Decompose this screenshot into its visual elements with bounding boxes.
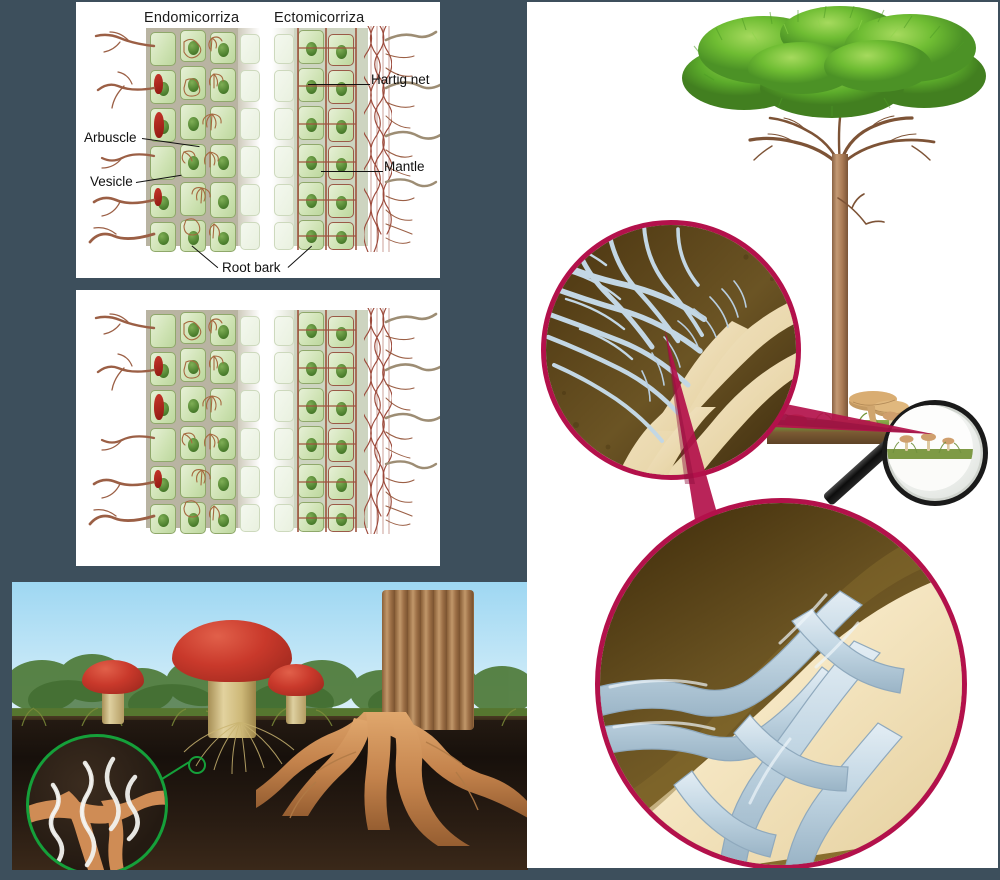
label-mantle: Mantle [384, 159, 425, 174]
zoom-circle-hyphae-closeup [595, 498, 967, 868]
vesicle-structure [154, 394, 164, 420]
tree-trunk [832, 154, 848, 434]
extramatrical-hyphae-ecto [384, 312, 440, 526]
extramatrical-hyphae-ecto [384, 30, 440, 244]
leader-hartig-net [308, 84, 370, 86]
panel-cell-diagram-labeled: Endomicorriza Ectomicorriza [76, 2, 440, 278]
mushroom-stem [286, 688, 306, 724]
ectomycorrhiza-root-column-plain [272, 308, 440, 534]
vesicle-structure [154, 74, 163, 94]
endomycorrhiza-root-column [88, 28, 260, 252]
panel-tree-mycorrhiza [527, 2, 998, 868]
panel-cell-diagram-plain [76, 290, 440, 566]
mycorrhiza-inset-circle [26, 734, 168, 870]
tree-crown-foliage [682, 6, 986, 118]
zoom-cone-lower [665, 330, 719, 520]
tree-branches [748, 115, 936, 168]
ectomycorrhiza-root-column [272, 26, 440, 252]
inset-anchor-dot [188, 756, 206, 774]
label-root-bark: Root bark [222, 260, 281, 275]
mushroom-mycelium [183, 722, 295, 775]
hartig-net-structure [297, 310, 357, 532]
mantle-structure [364, 308, 392, 534]
mushroom-small-right [268, 664, 324, 724]
vesicle-structure [154, 470, 162, 488]
label-vesicle: Vesicle [90, 174, 133, 189]
endomycorrhiza-root-column-plain [88, 310, 260, 534]
mantle-structure [364, 26, 392, 252]
lower-bare-branch [837, 193, 885, 225]
label-arbuscle: Arbuscle [84, 130, 137, 145]
label-hartig-net: Hartig net [371, 72, 430, 87]
arbuscle-structure [181, 318, 224, 521]
zoom-circle-mycelium-network [541, 220, 801, 480]
external-hyphae-endo [88, 313, 156, 526]
mushroom-stem [102, 686, 124, 724]
ectomycorrhiza-title: Ectomicorriza [274, 10, 365, 26]
mushroom-small-left [82, 660, 144, 724]
tree-root-system [256, 712, 528, 846]
arbuscle-structure [181, 36, 224, 239]
leader-mantle [321, 171, 383, 173]
hartig-net-structure [297, 28, 357, 250]
panel-forest-scene [12, 582, 528, 870]
mushroom-cap [82, 660, 144, 694]
endomycorrhiza-title: Endomicorriza [144, 10, 240, 26]
mushroom-cap [268, 664, 324, 696]
pine-tree [672, 6, 992, 436]
vesicle-structure [154, 112, 164, 138]
vesicle-structure [154, 356, 163, 376]
external-hyphae-endo [88, 31, 156, 244]
tree-trunk-bark [382, 590, 474, 730]
vesicle-structure [154, 188, 162, 206]
